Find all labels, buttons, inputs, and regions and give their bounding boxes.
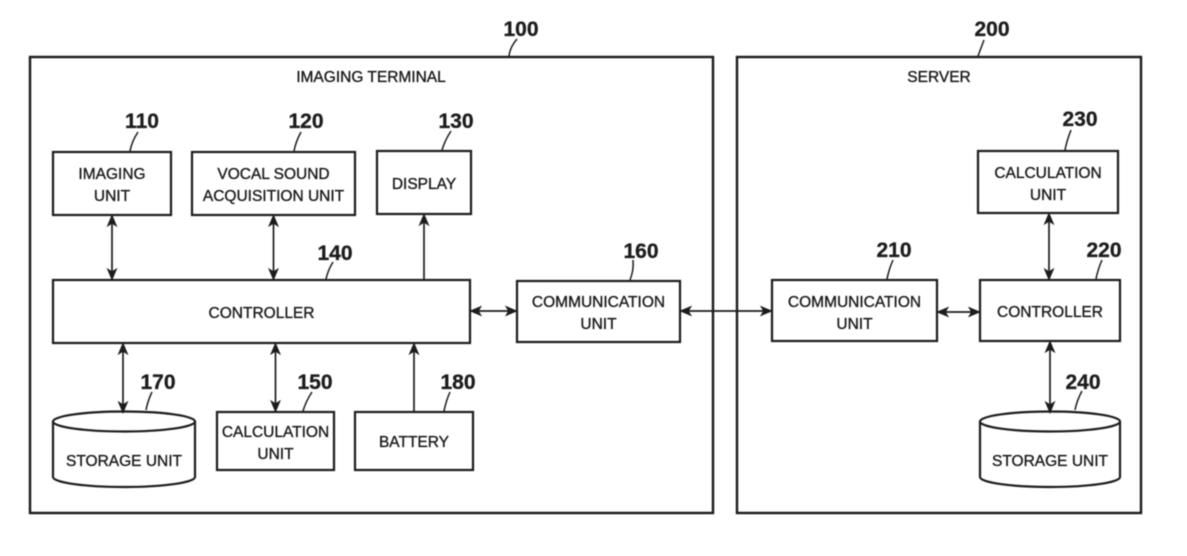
svg-text:CONTROLLER: CONTROLLER xyxy=(997,304,1103,321)
svg-text:DISPLAY: DISPLAY xyxy=(392,176,456,193)
svg-text:CALCULATION: CALCULATION xyxy=(222,424,329,441)
svg-text:UNIT: UNIT xyxy=(836,316,873,333)
svg-text:UNIT: UNIT xyxy=(94,188,131,205)
svg-text:160: 160 xyxy=(623,240,658,263)
svg-text:COMMUNICATION: COMMUNICATION xyxy=(788,294,921,311)
svg-text:IMAGING TERMINAL: IMAGING TERMINAL xyxy=(296,69,446,86)
svg-text:STORAGE UNIT: STORAGE UNIT xyxy=(992,453,1109,470)
svg-text:180: 180 xyxy=(440,371,475,394)
svg-text:100: 100 xyxy=(503,18,538,41)
svg-text:240: 240 xyxy=(1065,371,1100,394)
svg-text:200: 200 xyxy=(974,18,1009,41)
svg-text:UNIT: UNIT xyxy=(1030,187,1067,204)
svg-text:IMAGING: IMAGING xyxy=(78,166,145,183)
svg-text:230: 230 xyxy=(1062,108,1097,131)
svg-text:CONTROLLER: CONTROLLER xyxy=(209,305,315,322)
svg-text:150: 150 xyxy=(297,371,332,394)
svg-text:SERVER: SERVER xyxy=(907,69,970,86)
svg-text:UNIT: UNIT xyxy=(580,316,617,333)
svg-text:140: 140 xyxy=(317,242,352,265)
svg-text:130: 130 xyxy=(438,110,473,133)
svg-text:CALCULATION: CALCULATION xyxy=(994,165,1101,182)
svg-text:VOCAL SOUND: VOCAL SOUND xyxy=(217,166,329,183)
svg-text:STORAGE UNIT: STORAGE UNIT xyxy=(66,453,183,470)
svg-text:220: 220 xyxy=(1086,239,1121,262)
svg-text:210: 210 xyxy=(876,239,911,262)
svg-text:BATTERY: BATTERY xyxy=(379,434,449,451)
svg-text:170: 170 xyxy=(140,371,175,394)
svg-text:ACQUISITION UNIT: ACQUISITION UNIT xyxy=(203,188,345,205)
svg-text:COMMUNICATION: COMMUNICATION xyxy=(532,294,665,311)
svg-text:110: 110 xyxy=(125,110,159,133)
svg-text:UNIT: UNIT xyxy=(257,446,294,463)
svg-text:120: 120 xyxy=(288,110,323,133)
